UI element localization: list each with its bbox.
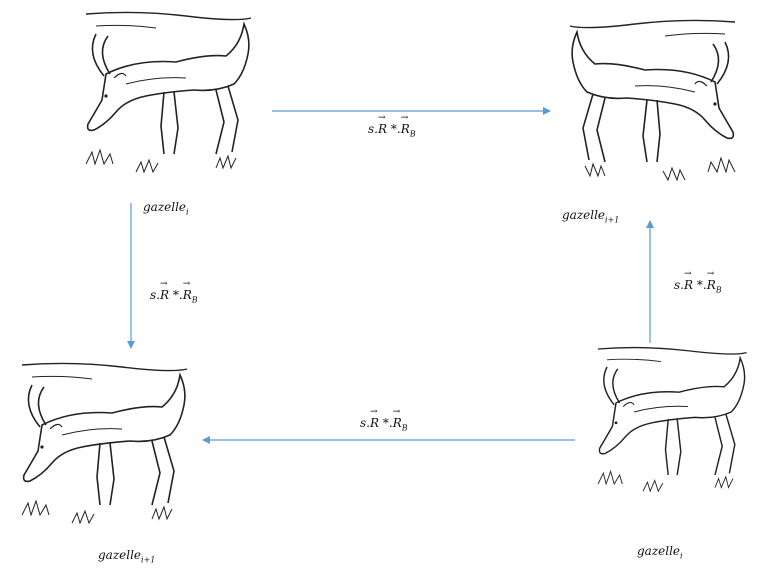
formula-top: s.R *.RB xyxy=(368,113,416,139)
node-sub: i xyxy=(186,207,189,217)
formula-rb-sub: B xyxy=(191,295,198,305)
formula-s: s. xyxy=(368,122,378,136)
formula-rb-sub: B xyxy=(401,423,408,433)
formula-r-vector: R xyxy=(160,279,169,302)
gazelle-top-left-image xyxy=(85,11,252,173)
formula-star: *. xyxy=(390,122,401,136)
node-sub: i+1 xyxy=(605,215,620,225)
label-bottom-left: gazellei+1 xyxy=(98,548,155,564)
formula-r-vector: R xyxy=(378,113,387,136)
node-name: gazelle xyxy=(637,544,681,558)
label-top-right: gazellei+1 xyxy=(562,208,619,224)
formula-rb-vector: R xyxy=(707,269,716,292)
node-name: gazelle xyxy=(143,200,187,214)
formula-left: s.R *.RB xyxy=(150,279,198,305)
node-sub: i+1 xyxy=(141,555,156,565)
gazelle-bottom-right-image xyxy=(597,346,748,492)
formula-r-vector: R xyxy=(370,407,379,430)
label-top-left: gazellei xyxy=(143,200,189,216)
formula-rb-vector: R xyxy=(401,113,410,136)
formula-star: *. xyxy=(696,278,707,292)
formula-rb-sub: B xyxy=(409,129,416,139)
formula-s: s. xyxy=(150,288,160,302)
formula-s: s. xyxy=(674,278,684,292)
node-name: gazelle xyxy=(562,208,606,222)
gazelle-bottom-left-image xyxy=(21,362,188,524)
formula-star: *. xyxy=(382,416,393,430)
formula-s: s. xyxy=(360,416,370,430)
formula-rb-vector: R xyxy=(183,279,192,302)
label-bottom-right: gazellei xyxy=(637,544,683,560)
formula-star: *. xyxy=(172,288,183,302)
formula-r-vector: R xyxy=(684,269,693,292)
node-sub: i xyxy=(680,551,683,561)
gazelle-top-right-image xyxy=(569,19,736,181)
formula-rb-vector: R xyxy=(393,407,402,430)
formula-rb-sub: B xyxy=(715,285,722,295)
node-name: gazelle xyxy=(98,548,142,562)
formula-bottom: s.R *.RB xyxy=(360,407,408,433)
formula-right: s.R *.RB xyxy=(674,269,722,295)
